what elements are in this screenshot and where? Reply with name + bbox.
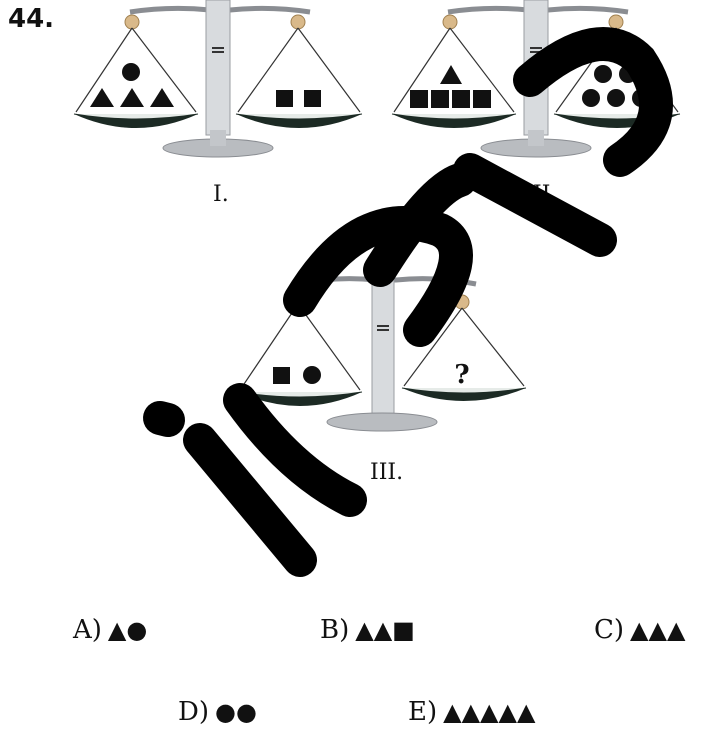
right-pan bbox=[235, 14, 363, 128]
square-shape bbox=[431, 90, 449, 108]
scale-2 bbox=[391, 0, 681, 158]
circle-shape bbox=[122, 63, 140, 81]
right-pan bbox=[553, 14, 681, 128]
option-c-letter: C) bbox=[594, 615, 625, 645]
left-pan bbox=[73, 14, 199, 128]
right-pan: ? bbox=[401, 294, 527, 401]
option-b-letter: B) bbox=[320, 615, 350, 645]
triangle-shape bbox=[150, 88, 174, 107]
scale-stand bbox=[295, 262, 477, 432]
scale-label-2: II. bbox=[533, 182, 558, 207]
triangle-shape bbox=[440, 65, 462, 84]
square-shape bbox=[473, 90, 491, 108]
circle-shape bbox=[632, 89, 650, 107]
option-e-symbols: ▲▲▲▲▲ bbox=[443, 698, 536, 726]
option-b[interactable]: B) ▲▲■ bbox=[320, 615, 415, 645]
option-e-letter: E) bbox=[408, 697, 438, 727]
circle-shape bbox=[303, 366, 321, 384]
scale-1 bbox=[73, 0, 363, 158]
scale-label-3: III. bbox=[370, 460, 404, 485]
scale-stand bbox=[129, 0, 311, 158]
option-a-letter: A) bbox=[73, 615, 102, 645]
option-a-symbols: ▲● bbox=[107, 616, 148, 644]
option-d-symbols: ●● bbox=[215, 698, 257, 726]
scale-3: ? bbox=[237, 262, 527, 432]
option-d[interactable]: D) ●● bbox=[178, 697, 257, 727]
circle-shape bbox=[607, 89, 625, 107]
square-shape bbox=[276, 90, 293, 107]
left-pan bbox=[391, 14, 517, 128]
option-c-symbols: ▲▲▲ bbox=[630, 616, 686, 644]
option-a[interactable]: A) ▲● bbox=[73, 615, 147, 645]
triangle-shape bbox=[90, 88, 114, 107]
square-shape bbox=[452, 90, 470, 108]
question-number: 44. bbox=[8, 4, 55, 34]
circle-shape bbox=[594, 65, 612, 83]
option-e[interactable]: E) ▲▲▲▲▲ bbox=[408, 697, 535, 727]
circle-shape bbox=[582, 89, 600, 107]
circle-shape bbox=[619, 65, 637, 83]
square-shape bbox=[273, 367, 290, 384]
square-shape bbox=[410, 90, 428, 108]
scale-label-1: I. bbox=[213, 182, 229, 207]
left-pan bbox=[237, 290, 363, 406]
option-b-symbols: ▲▲■ bbox=[355, 616, 415, 644]
option-d-letter: D) bbox=[178, 697, 209, 727]
square-shape bbox=[304, 90, 321, 107]
option-c[interactable]: C) ▲▲▲ bbox=[594, 615, 685, 645]
question-mark: ? bbox=[454, 360, 469, 390]
triangle-shape bbox=[120, 88, 144, 107]
